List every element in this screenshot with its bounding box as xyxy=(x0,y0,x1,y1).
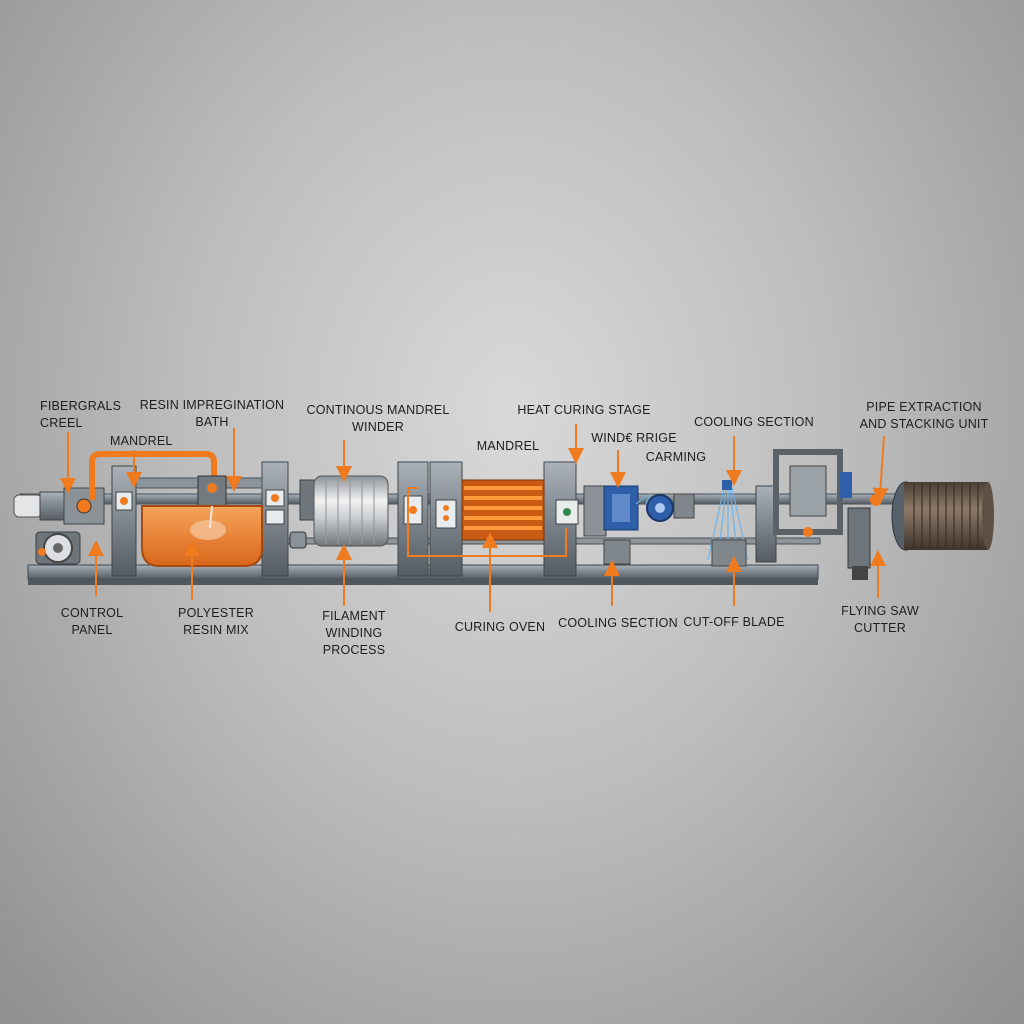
resin-bath-tank xyxy=(141,505,263,567)
label-cooling-bottom: COOLING SECTION xyxy=(558,616,678,630)
label-flying-saw: FLYING SAW CUTTER xyxy=(841,604,919,635)
control-panel xyxy=(35,531,81,565)
label-resin-bath: RESIN IMPREGINATION BATH xyxy=(139,398,285,429)
resin-bath-frame xyxy=(111,461,289,577)
label-cutoff-blade: CUT-OFF BLADE xyxy=(683,615,785,629)
label-wind-carriage: WIND€ RRIGE xyxy=(591,431,677,445)
label-curing-oven: CURING OVEN xyxy=(454,620,546,634)
label-filament-winding: FILAMENT WINDING PROCESS xyxy=(322,609,386,657)
flying-saw-cutter xyxy=(847,494,882,580)
label-cooling-top: COOLING SECTION xyxy=(694,415,814,429)
resin-feed-pipe xyxy=(89,451,217,500)
cooling-nozzle xyxy=(722,480,732,490)
cutoff-frame xyxy=(755,449,852,563)
extracted-pipe xyxy=(891,481,994,551)
cooling-post xyxy=(711,539,747,567)
label-resin-mix: POLYESTER RESIN MIX xyxy=(178,606,254,637)
label-heat-curing: HEAT CURING STAGE xyxy=(517,403,651,417)
label-mandrel-1: MANDREL xyxy=(110,434,173,448)
wind-carriage-unit xyxy=(583,485,695,565)
bath-indicator xyxy=(115,489,285,525)
mandrel-winder-drum xyxy=(289,475,389,549)
label-pipe-extraction: PIPE EXTRACTION AND STACKING UNIT xyxy=(859,400,989,431)
label-fiberglass-creel: FIBERGRALS CREEL xyxy=(40,399,122,430)
base-rail-lower xyxy=(28,579,818,585)
oven-loop-pipe xyxy=(407,487,567,557)
curing-oven xyxy=(397,461,579,577)
label-carming: CARMING xyxy=(645,450,707,464)
label-control-panel: CONTROL PANEL xyxy=(60,606,124,637)
pointer-lines xyxy=(60,424,889,612)
label-mandrel-winder: CONTINOUS MANDREL WINDER xyxy=(306,403,450,434)
label-mandrel-2: MANDREL xyxy=(476,439,540,453)
fiberglass-creel xyxy=(13,487,105,525)
